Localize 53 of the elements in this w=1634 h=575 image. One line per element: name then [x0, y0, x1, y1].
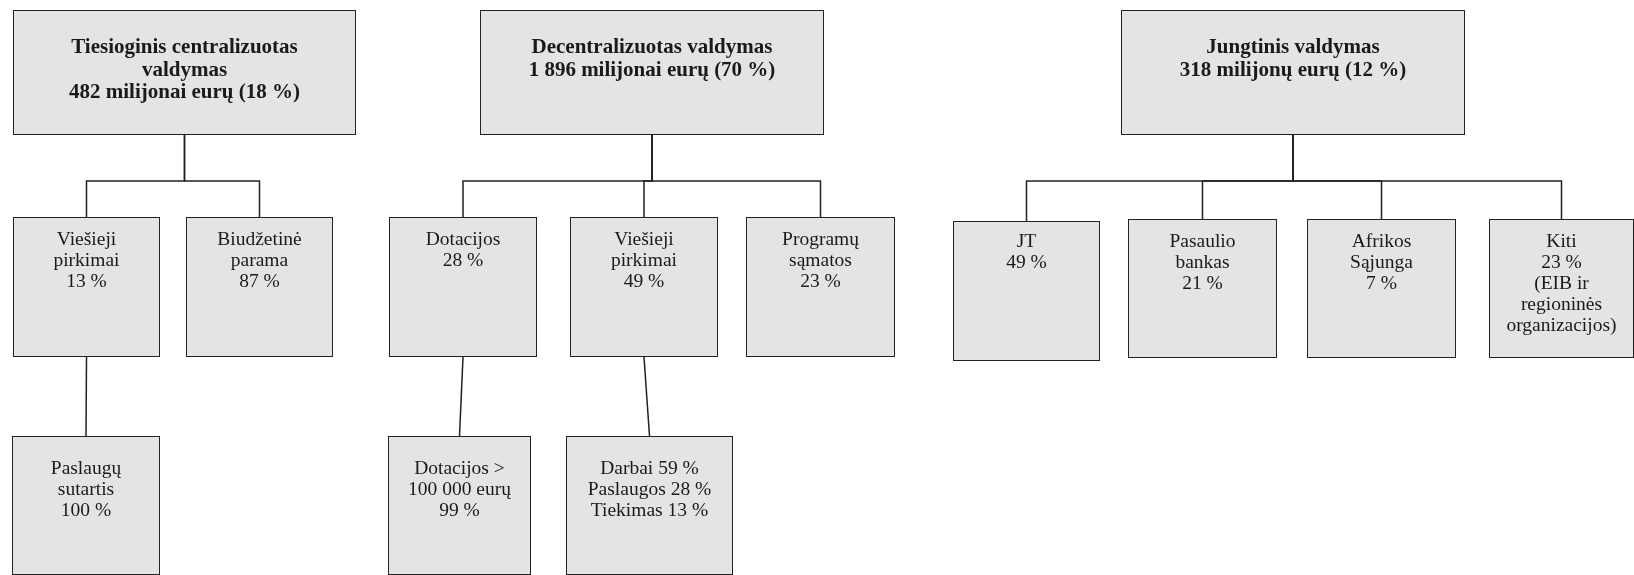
box-text: 87 %: [238, 270, 281, 292]
box-text: Paslaugų sutartis: [49, 457, 123, 500]
box-text: 49 %: [622, 270, 666, 292]
box-text: 7 %: [1365, 272, 1398, 294]
org-box: [186, 217, 333, 357]
connector-line: [458, 356, 464, 437]
box-text: (EIB ir regioninės organizacijos): [1505, 272, 1618, 336]
box-text: 99 %: [438, 499, 481, 521]
org-box: [12, 436, 160, 575]
org-box: [389, 217, 537, 357]
connector-line: [1292, 134, 1563, 220]
connector-line: [183, 134, 261, 218]
org-box: [746, 217, 895, 357]
box-text: 49 %: [1005, 251, 1048, 273]
org-box: [13, 10, 356, 135]
box-text: Programų sąmatos: [781, 228, 860, 271]
org-box: [1121, 10, 1465, 135]
box-text: Viešieji pirkimai: [52, 228, 121, 271]
box-heading: 1 896 milijonai eurų (70 %): [527, 57, 777, 81]
box-text: Tiekimas 13 %: [589, 499, 710, 521]
box-text: Viešieji pirkimai: [609, 228, 679, 271]
org-box: [566, 436, 733, 575]
org-box: [1128, 219, 1277, 358]
org-box: [388, 436, 531, 575]
box-text: JT: [1015, 230, 1038, 252]
connector-line: [85, 356, 88, 437]
box-text: Dotacijos > 100 000 eurų: [407, 457, 512, 500]
box-text: Pasaulio bankas: [1168, 230, 1237, 273]
org-box: [1307, 219, 1456, 358]
box-text: 100 %: [59, 499, 113, 521]
box-text: 13 %: [65, 270, 108, 292]
box-heading: Tiesioginis centralizuotas valdymas: [70, 35, 299, 81]
box-heading: 318 milijonų eurų (12 %): [1178, 57, 1408, 81]
connector-line: [651, 134, 822, 218]
box-text: 23 %: [1540, 251, 1583, 273]
org-box: [480, 10, 824, 135]
connector-line: [643, 356, 651, 437]
org-box: [953, 221, 1100, 361]
box-text: Kiti: [1545, 230, 1578, 252]
box-text: 23 %: [799, 270, 842, 292]
org-box: [570, 217, 718, 357]
box-text: Afrikos Sąjunga: [1349, 230, 1414, 273]
box-text: Biudžetinė parama: [216, 228, 303, 271]
org-box: [13, 217, 160, 357]
box-heading: Decentralizuotas valdymas: [530, 35, 774, 58]
box-text: 28 %: [441, 249, 485, 271]
box-text: 21 %: [1181, 272, 1224, 294]
org-box: [1489, 219, 1634, 358]
box-text: Dotacijos: [424, 228, 502, 250]
box-text: Darbai 59 %: [599, 457, 700, 479]
box-text: Paslaugos 28 %: [586, 478, 713, 500]
box-heading: 482 milijonai eurų (18 %): [68, 80, 301, 103]
box-heading: Jungtinis valdymas: [1205, 35, 1381, 58]
